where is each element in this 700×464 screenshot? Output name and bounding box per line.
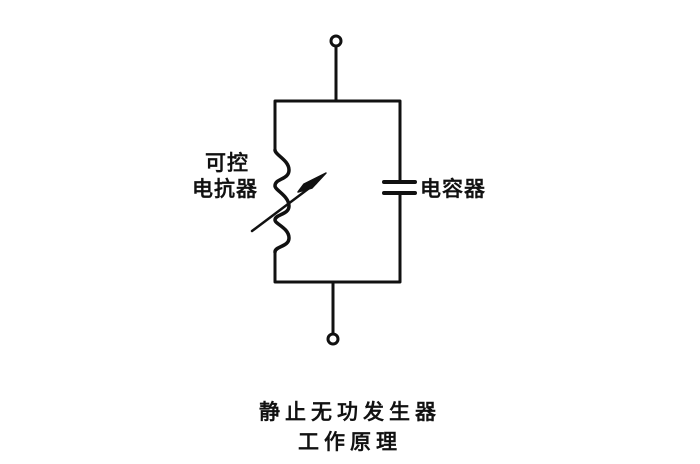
parallel-branch-frame [273,99,402,284]
controllable-reactor-icon [250,148,327,254]
reactor-label-line1: 可控 [205,151,249,175]
capacitor-icon [382,180,417,195]
bottom-terminal [326,332,340,346]
caption-title: 静止无功发生器 [259,400,441,424]
capacitor-label: 电容器 [420,177,486,201]
reactor-label-line2: 电抗器 [192,177,258,201]
caption-subtitle: 工作原理 [298,430,402,454]
